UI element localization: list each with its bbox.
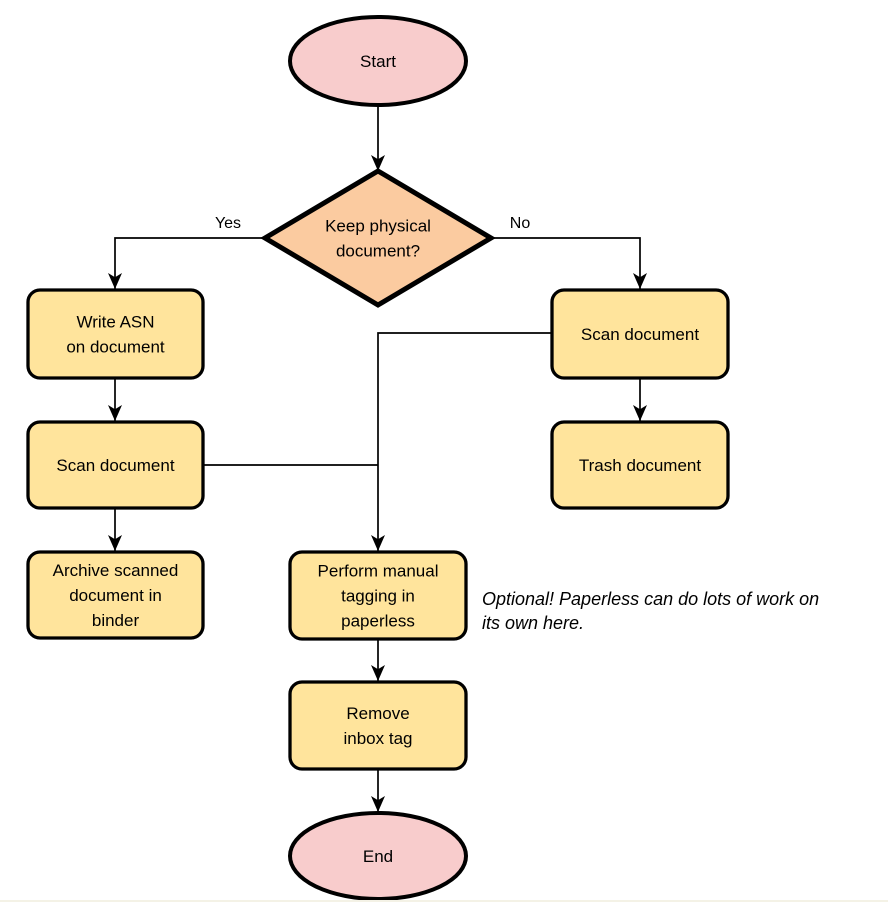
node-remove-inbox-tag-shape [288, 680, 468, 771]
edge-scan-right-to-tagging [371, 332, 552, 551]
node-archive-scanned-document-in-binder-label: binder [92, 611, 140, 630]
node-trash-document-label: Trash document [579, 456, 701, 475]
node-decision-keep-physical-document-shape [260, 168, 496, 308]
node-perform-manual-tagging-shape [288, 550, 468, 641]
node-remove-inbox-tag-label: inbox tag [344, 729, 413, 748]
node-decision-keep-physical-document-label: document? [336, 241, 420, 260]
node-scan-document-left: Scan document [26, 420, 205, 510]
node-trash-document-shape [550, 420, 730, 510]
node-archive-scanned-document-in-binder-shape [26, 550, 205, 640]
node-remove-inbox-tag: Remove inbox tag [288, 680, 468, 771]
node-write-asn-on-document-label: Write ASN [76, 312, 154, 331]
node-decision-keep-physical-document: Keep physical document? [260, 168, 496, 308]
page-bottom-divider [0, 900, 888, 902]
node-perform-manual-tagging-label: tagging in [341, 586, 415, 605]
node-write-asn-on-document-label: on document [66, 337, 165, 356]
node-start-label: Start [360, 52, 396, 71]
edge-decision-yes-to-write-asn [108, 237, 265, 289]
node-remove-inbox-tag-label: Remove [346, 704, 409, 723]
node-perform-manual-tagging-label: Perform manual [318, 561, 439, 580]
node-decision-keep-physical-document-label: Keep physical [325, 216, 431, 235]
node-write-asn-on-document: Write ASN on document [26, 288, 205, 380]
node-start: Start [288, 15, 468, 107]
node-write-asn-on-document-shape [26, 288, 205, 380]
node-scan-document-left-label: Scan document [56, 456, 174, 475]
node-trash-document: Trash document [550, 420, 730, 510]
node-archive-scanned-document-in-binder-label: Archive scanned [53, 561, 179, 580]
node-scan-document-right-shape [550, 288, 730, 380]
node-scan-document-right: Scan document [550, 288, 730, 380]
node-archive-scanned-document-in-binder-label: document in [69, 586, 162, 605]
node-perform-manual-tagging-label: paperless [341, 611, 415, 630]
edge-label-no: No [510, 215, 531, 232]
node-scan-document-left-shape [26, 420, 205, 510]
edge-decision-no-to-scan-right [490, 237, 647, 289]
node-end: End [288, 811, 468, 901]
node-scan-document-right-label: Scan document [581, 325, 699, 344]
node-start-shape [288, 15, 468, 107]
node-end-label: End [363, 847, 393, 866]
annotation-optional-note: Optional! Paperless can do lots of work … [482, 589, 820, 633]
node-end-shape [288, 811, 468, 901]
edge-label-yes: Yes [215, 215, 241, 232]
node-perform-manual-tagging: Perform manual tagging in paperless [288, 550, 468, 641]
node-archive-scanned-document-in-binder: Archive scanned document in binder [26, 550, 205, 640]
